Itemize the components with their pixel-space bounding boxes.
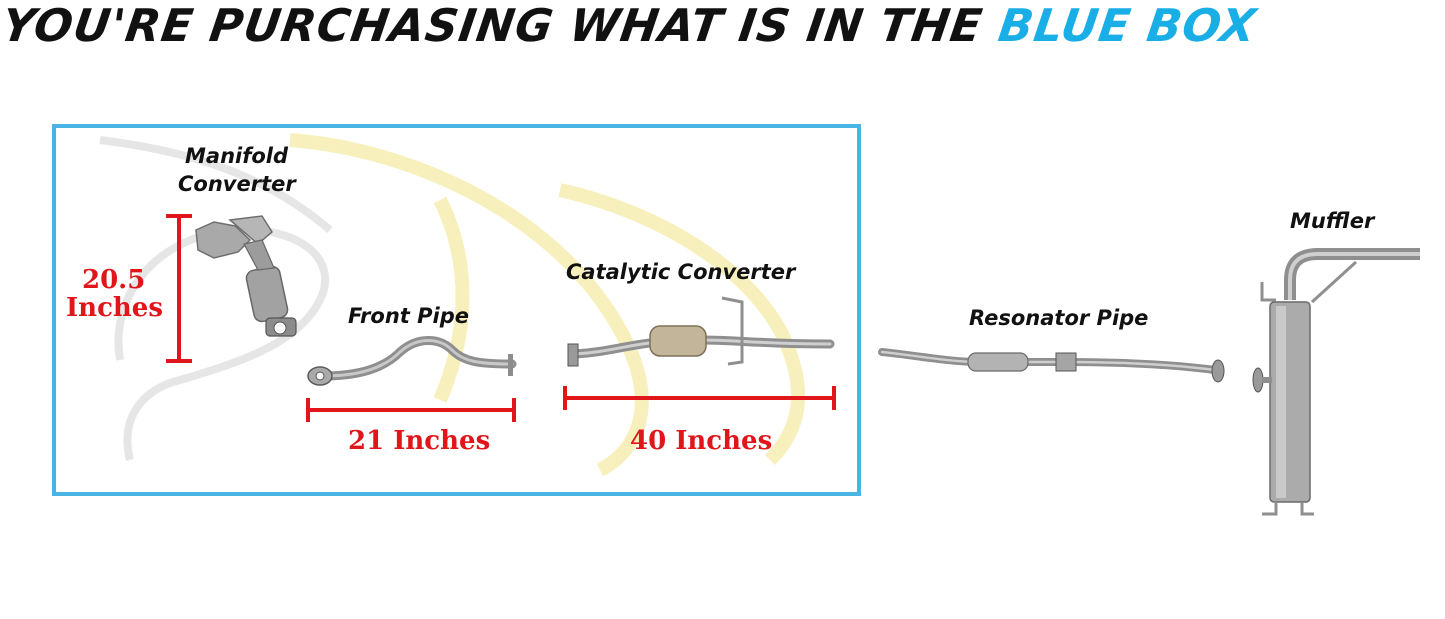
manifold-converter-label-2: Converter [178,171,296,197]
manifold-converter-part [195,215,297,337]
catalytic-converter-part [567,296,835,367]
included-parts-box [52,124,861,496]
front-pipe-dimension: 21 Inches [348,426,491,456]
manifold-label-line1: Manifold [185,144,289,168]
watermark-horse [99,136,333,461]
resonator-pipe-label: Resonator Pipe [969,306,1149,330]
front-pipe-label: Front Pipe [348,304,469,328]
muffler-label: Muffler [1290,209,1375,233]
catalytic-dimension-bar [563,386,836,410]
watermark-logo [289,133,806,477]
manifold-converter-label: Manifold [185,143,288,169]
front-pipe-dimension-bar [306,398,516,422]
front-pipe-part [307,336,517,386]
catalytic-dimension: 40 Inches [630,426,773,456]
manifold-label-line2: Converter [178,172,296,196]
manifold-dimension-unit: Inches [66,293,163,323]
manifold-dimension-value: 20.5 [82,265,146,295]
manifold-dimension-bar [166,214,192,363]
catalytic-converter-label: Catalytic Converter [566,260,796,284]
resonator-pipe-part [878,348,1225,383]
muffler-part [1252,248,1420,516]
